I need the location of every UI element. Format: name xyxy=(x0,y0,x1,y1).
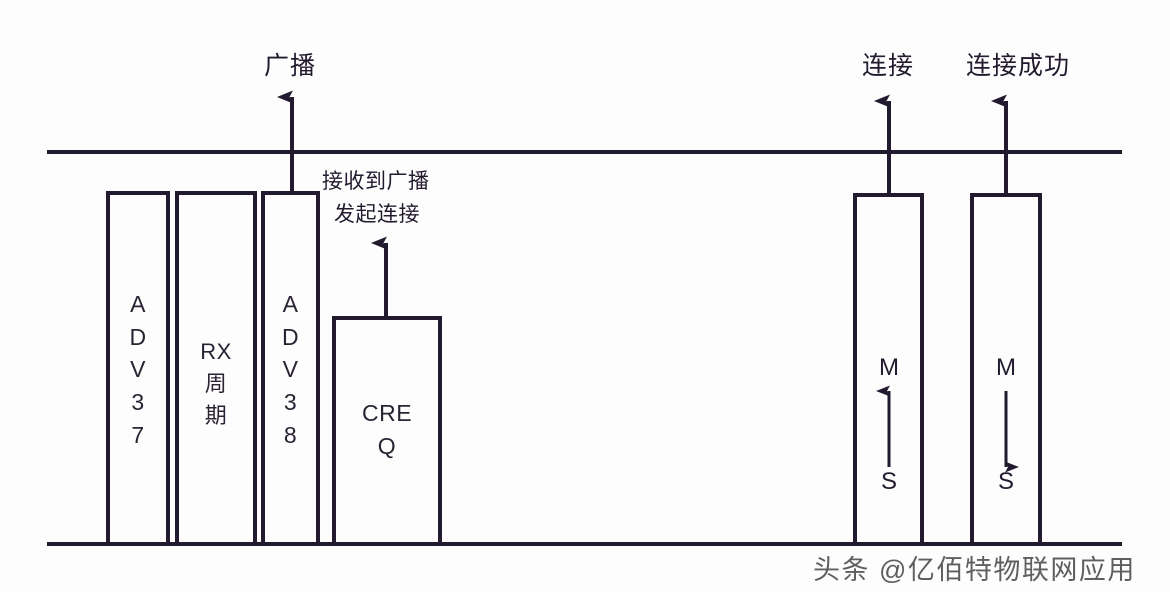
label-connect-success: 连接成功 xyxy=(966,52,1071,80)
channel-box-rx xyxy=(175,191,257,546)
channel-box-adv37 xyxy=(106,191,170,546)
channel-box-rx-label: RX 周 期 xyxy=(200,339,232,428)
link-connect-source-label: M xyxy=(879,354,899,381)
channel-box-adv37-label: A D V 3 7 xyxy=(129,291,147,448)
link-success-source-label: S xyxy=(997,468,1014,495)
link-success-target-label: M xyxy=(996,354,1016,381)
annotation-received-broadcast: 接收到广播 xyxy=(322,170,430,193)
label-connect: 连接 xyxy=(862,52,915,80)
channel-box-adv38-label: A D V 3 8 xyxy=(281,291,300,448)
channel-box-adv38 xyxy=(261,191,320,546)
annotation-initiate-connection: 发起连接 xyxy=(334,203,420,226)
link-connect-target-label: S xyxy=(880,468,897,495)
link-box-connect xyxy=(853,193,924,546)
label-broadcast: 广播 xyxy=(264,52,317,80)
channel-box-creq xyxy=(332,316,442,546)
watermark: 头条 @亿佰特物联网应用 xyxy=(813,555,1136,585)
channel-box-creq-label: CRE Q xyxy=(361,400,413,459)
